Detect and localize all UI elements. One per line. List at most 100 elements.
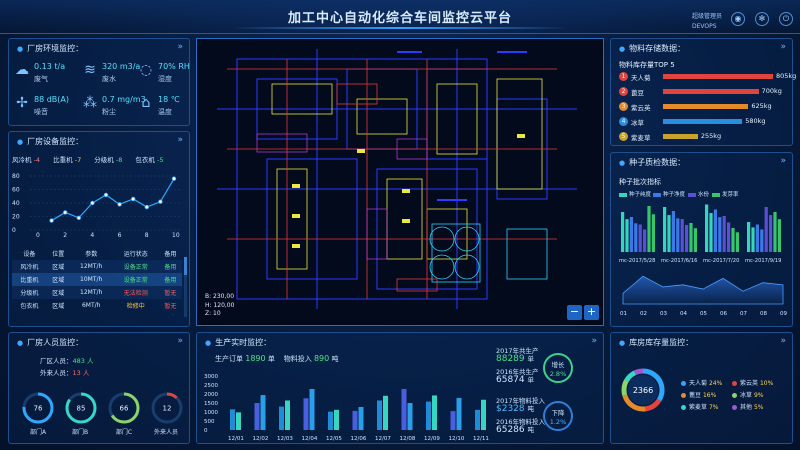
seed-bar [764, 207, 768, 252]
m2017-value: $2328 [496, 404, 525, 414]
storage-panel-more-icon[interactable]: » [780, 42, 786, 52]
legend-label: 水份 [698, 192, 710, 198]
env-label: 温度 [158, 108, 172, 116]
rank-bar [663, 104, 749, 109]
cell: 12MT/h [69, 260, 113, 273]
stock-panel-more-icon[interactable]: » [780, 336, 786, 346]
dust-icon: ⁂ [83, 95, 97, 111]
orders-value: 1890 [245, 354, 266, 363]
donut-slice [621, 368, 665, 412]
production-bar [279, 406, 284, 430]
area-x-label: 05 [700, 311, 707, 317]
x-tick-label: 2 [63, 232, 67, 238]
user-info[interactable]: 超级管理员 DEVOPS [692, 12, 722, 32]
rank-name: 天人菊 [631, 74, 651, 82]
production-bar [309, 388, 315, 430]
settings-icon[interactable]: ✻ [755, 12, 769, 26]
legend-swatch [712, 192, 720, 197]
y-tick-label: 0 [204, 428, 208, 434]
seed-bar [751, 227, 755, 252]
seed-bar [773, 212, 777, 252]
production-bar [260, 395, 266, 430]
rank-value: 580kg [745, 117, 766, 125]
table-row[interactable]: 风冷机 区域 12MT/h 设备正常 备用 [12, 260, 182, 273]
seed-bar [629, 217, 633, 252]
production-bar [328, 411, 333, 430]
orders-unit: 单 [267, 355, 275, 363]
equip-panel-title: 厂房设备监控： [17, 136, 83, 147]
legend-name: 蓖豆 [689, 392, 702, 399]
cell: 暂无 [158, 286, 182, 299]
ring-value: 85 [77, 405, 86, 413]
seed-bar [667, 215, 671, 252]
status-cell: 设备正常 [112, 273, 159, 286]
legend-dot [681, 405, 686, 410]
table-row[interactable]: 分级机 区域 12MT/h 无法检测 暂无 [12, 286, 182, 299]
storage-panel-title: 物料存储数据： [619, 43, 685, 54]
seed-panel-title: 种子质检数据： [619, 157, 685, 168]
legend-dot [732, 393, 737, 398]
table-header-row: 设备 位置 参数 运行状态 备用 [12, 247, 182, 260]
user-icon[interactable]: ◉ [731, 12, 745, 26]
floor-plan-view[interactable] [196, 38, 604, 326]
cell: 10MT/h [69, 273, 113, 286]
donut-slice [621, 368, 665, 412]
production-bar [236, 412, 241, 430]
seed-bar [685, 224, 689, 252]
ring-progress [22, 392, 54, 424]
table-scroll-thumb[interactable] [184, 257, 187, 275]
zoom-out-button[interactable]: − [567, 305, 582, 320]
visitor-people-row: 外来人员：13 人 [40, 367, 89, 377]
x-tick-label: 12/06 [351, 436, 367, 442]
material-unit: 吨 [331, 355, 339, 363]
table-row[interactable]: 比重机 区域 10MT/h 设备正常 备用 [12, 273, 182, 286]
humidity-icon: ◌ [139, 62, 153, 78]
coord-h: H: 120,00 [205, 301, 235, 309]
x-tick-label: 12/02 [253, 436, 269, 442]
ring-progress [151, 392, 183, 424]
seed-panel-more-icon[interactable]: » [780, 156, 786, 166]
cell: 暂无 [164, 303, 177, 310]
zoom-in-button[interactable]: + [584, 305, 599, 320]
factory-people-label: 厂区人员： [40, 357, 73, 365]
decline-label: 下降 [551, 409, 565, 417]
production-bar [383, 395, 388, 430]
legend-name: 紫麦草 [689, 404, 708, 411]
production-panel-more-icon[interactable]: » [591, 336, 597, 346]
people-panel-more-icon[interactable]: » [177, 336, 183, 346]
stock-panel-title: 库房库存量监控： [619, 337, 693, 348]
production-bar [481, 399, 486, 430]
equip-panel-more-icon[interactable]: » [177, 135, 183, 145]
stock-donut-chart: 2366 [621, 368, 665, 412]
seed-bar [760, 229, 764, 252]
rank-value: 255kg [700, 132, 722, 140]
m2017-label: 2017年物料投入 [496, 397, 546, 405]
line-point [103, 192, 109, 198]
rank-bar [663, 134, 698, 139]
growth-value: 2.8% [549, 370, 567, 378]
table-row[interactable]: 包衣机 区域 6MT/h 检修中 暂无 [12, 299, 182, 312]
y-tick-label: 3000 [204, 374, 218, 380]
cell: 比重机 [12, 273, 47, 286]
x-tick-label: 6 [118, 232, 122, 238]
rank-number: 1 [619, 72, 628, 81]
seed-bar [647, 206, 651, 252]
production-bar [377, 400, 382, 430]
seed-bar [722, 216, 726, 252]
col-header: 设备 [23, 251, 36, 258]
legend-pct: 9% [753, 392, 764, 399]
power-icon[interactable]: ⏻ [779, 12, 793, 26]
ring-label: 部门B [71, 429, 89, 436]
table-scrollbar[interactable] [184, 257, 187, 317]
line-point [130, 196, 136, 202]
env-item-humidity: ◌ 70% RH 湿度 [138, 60, 194, 88]
env-panel: 厂房环境监控： » [8, 38, 190, 126]
env-panel-more-icon[interactable]: » [177, 42, 183, 52]
legend-dot [681, 393, 686, 398]
